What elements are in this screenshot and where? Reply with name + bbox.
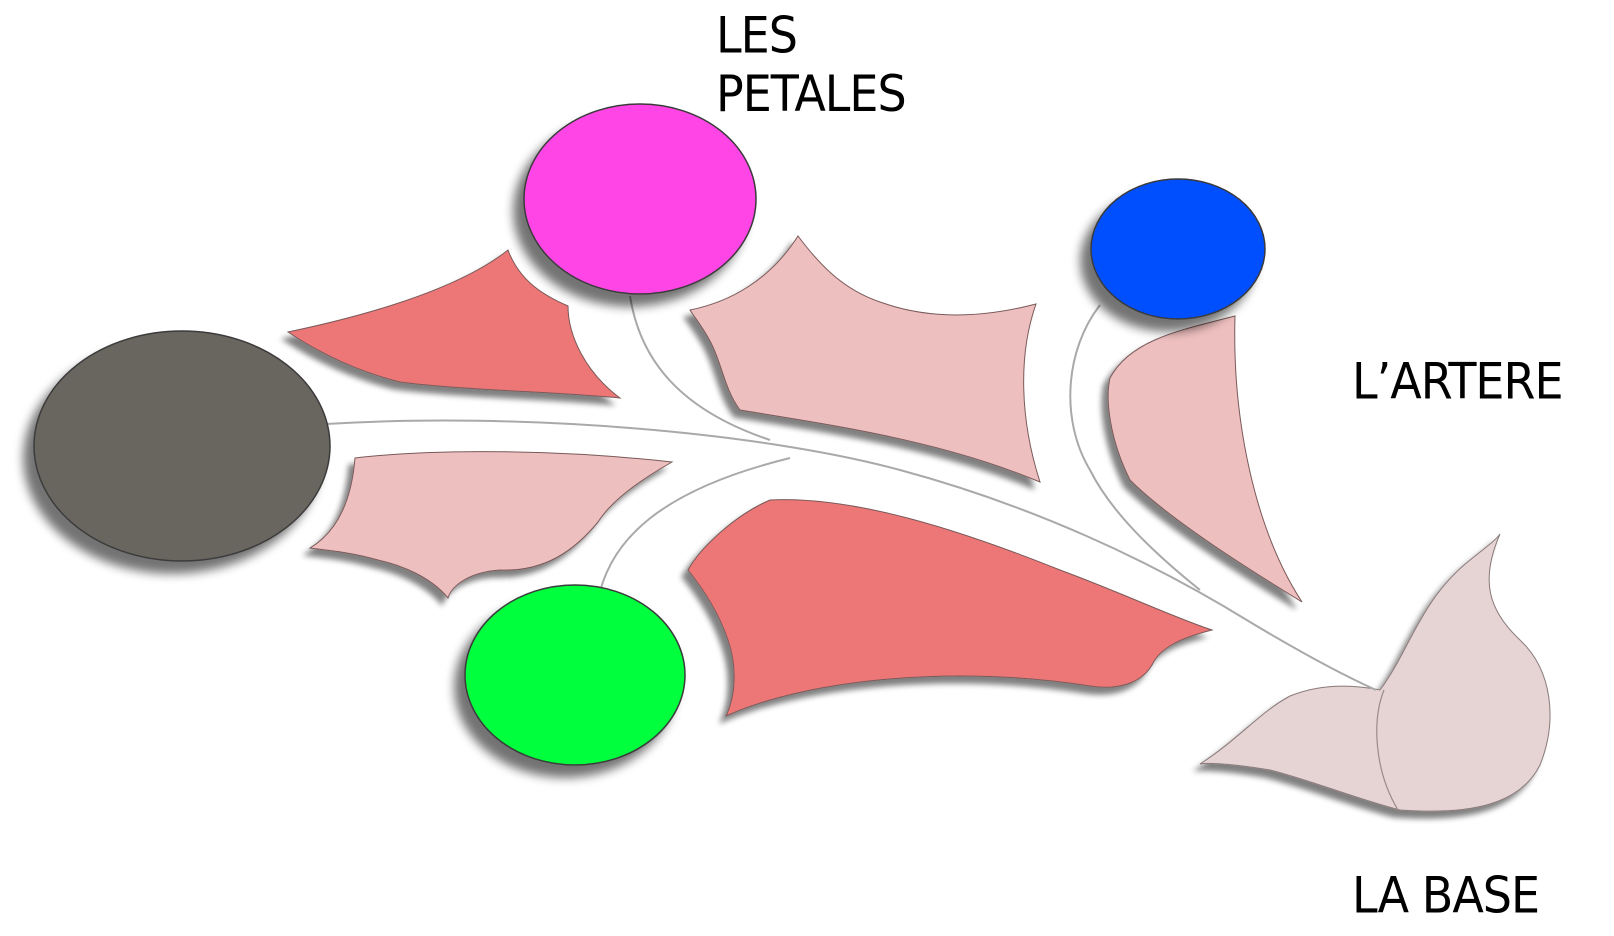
flower-base: [1200, 534, 1550, 811]
label-artere: L’ARTERE: [1352, 352, 1563, 410]
label-petales: LES PETALES: [716, 6, 906, 123]
circle-green: [465, 585, 685, 765]
label-petales-line-1: LES: [716, 6, 906, 64]
label-base: LA BASE: [1352, 866, 1539, 924]
label-petales-line-2: PETALES: [716, 64, 906, 122]
petal-lower-right: [688, 500, 1212, 716]
circle-magenta: [524, 104, 756, 294]
petal-upper-middle: [690, 236, 1040, 482]
circle-blue: [1091, 179, 1265, 319]
petal-lower-left: [310, 452, 672, 598]
circle-gray: [34, 331, 330, 561]
